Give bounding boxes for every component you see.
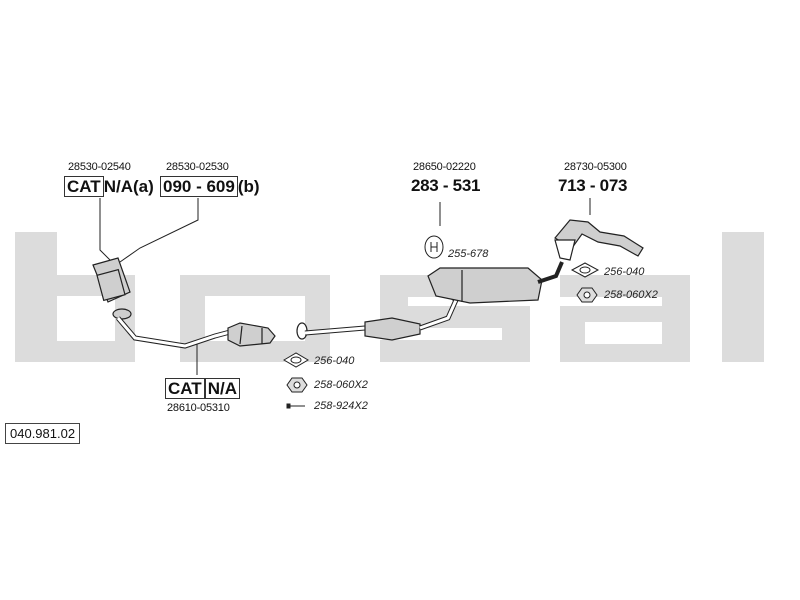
gasket-mid-label: 256-040 — [314, 355, 355, 367]
nut-rear-label: 258-060X2 — [604, 289, 658, 301]
front-pipe-alt-ref: 28530-02530 — [166, 161, 229, 173]
bolt-mid-label: 258-924X2 — [314, 400, 368, 412]
front-pipe-cat-ref: 28530-02540 — [68, 161, 131, 173]
rear-pipe-ref: 28730-05300 — [564, 161, 627, 173]
diagram-id-label: 040.981.02 — [5, 423, 81, 444]
leader-lines — [99, 198, 591, 375]
alt-code-badge: 090 - 609 — [160, 176, 238, 197]
center-muffler-code: 283 - 531 — [411, 176, 481, 195]
nut-mid-label: 258-060X2 — [314, 379, 368, 391]
cat-suffix: N/A(a) — [103, 177, 154, 196]
center-muffler-ref: 28650-02220 — [413, 161, 476, 173]
bolt-mid-icon — [286, 403, 305, 409]
rear-pipe-code: 713 - 073 — [558, 176, 628, 195]
nut-mid-icon — [286, 377, 308, 393]
rear-pipe-part — [554, 219, 644, 261]
cat-suffix: N/A — [204, 378, 240, 399]
gasket-rear-icon — [570, 262, 600, 278]
gasket-mid-icon — [283, 352, 309, 368]
alt-code-suffix: (b) — [237, 177, 260, 196]
hanger-icon — [424, 235, 444, 259]
cat-badge: CAT — [165, 378, 205, 399]
front-pipe-part — [92, 257, 231, 349]
cat-badge: CAT — [64, 176, 104, 197]
front-pipe-alt-code: 090 - 609(b) — [160, 176, 260, 197]
hanger-label: 255-678 — [448, 248, 489, 260]
gasket-rear-label: 256-040 — [604, 266, 645, 278]
nut-rear-icon — [576, 287, 598, 303]
middle-cat-ref: 28610-05310 — [167, 402, 230, 414]
catalytic-converter-part — [227, 322, 308, 347]
center-muffler-part — [304, 261, 564, 341]
